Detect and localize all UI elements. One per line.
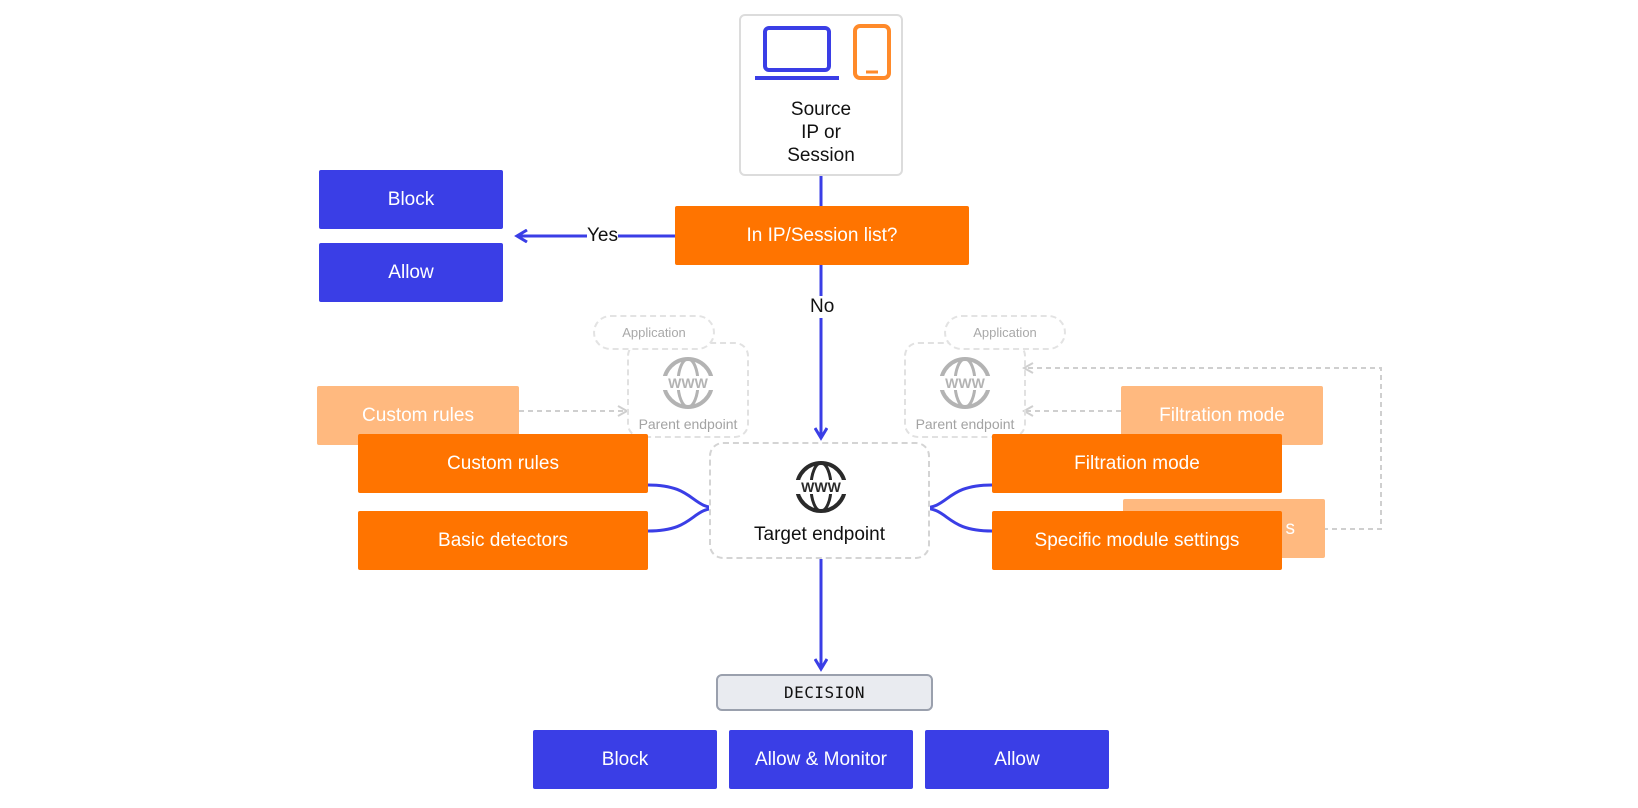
ghost-parent-right-label: Parent endpoint [915,416,1015,432]
connector-left-brace [647,483,719,533]
yes-label: Yes [587,225,618,247]
svg-text:WWW: WWW [801,479,841,495]
ghost-parent-left: WWW Parent endpoint [627,342,749,438]
www-globe-icon: WWW [795,461,847,513]
phone-icon [853,24,891,80]
laptop-icon [763,26,831,72]
input-filtration-mode: Filtration mode [992,434,1282,493]
connector-right-brace [921,483,993,533]
ghost-parent-right: WWW Parent endpoint [904,342,1026,438]
target-endpoint-label: Target endpoint [754,524,885,545]
decision-action-allow-monitor: Allow & Monitor [729,730,913,789]
svg-text:WWW: WWW [945,375,985,391]
ghost-connector-loop [1024,368,1382,530]
ghost-parent-left-label: Parent endpoint [638,416,738,432]
source-node: Source IP or Session [739,14,903,176]
input-specific-module-settings: Specific module settings [992,511,1282,570]
ip-session-check: In IP/Session list? [675,206,969,265]
target-endpoint: WWW Target endpoint [709,442,930,559]
ghost-application-right: Application [944,315,1066,350]
decision-action-block: Block [533,730,717,789]
decision-node: DECISION [716,674,933,711]
list-action-allow: Allow [319,243,503,302]
no-label: No [810,296,835,318]
www-globe-icon: WWW [662,357,714,409]
source-label: Source IP or Session [787,99,855,166]
list-action-block: Block [319,170,503,229]
input-custom-rules: Custom rules [358,434,648,493]
decision-action-allow: Allow [925,730,1109,789]
ghost-application-left: Application [593,315,715,350]
input-basic-detectors: Basic detectors [358,511,648,570]
devices-icon [755,24,891,80]
svg-text:WWW: WWW [668,375,708,391]
www-globe-icon: WWW [939,357,991,409]
